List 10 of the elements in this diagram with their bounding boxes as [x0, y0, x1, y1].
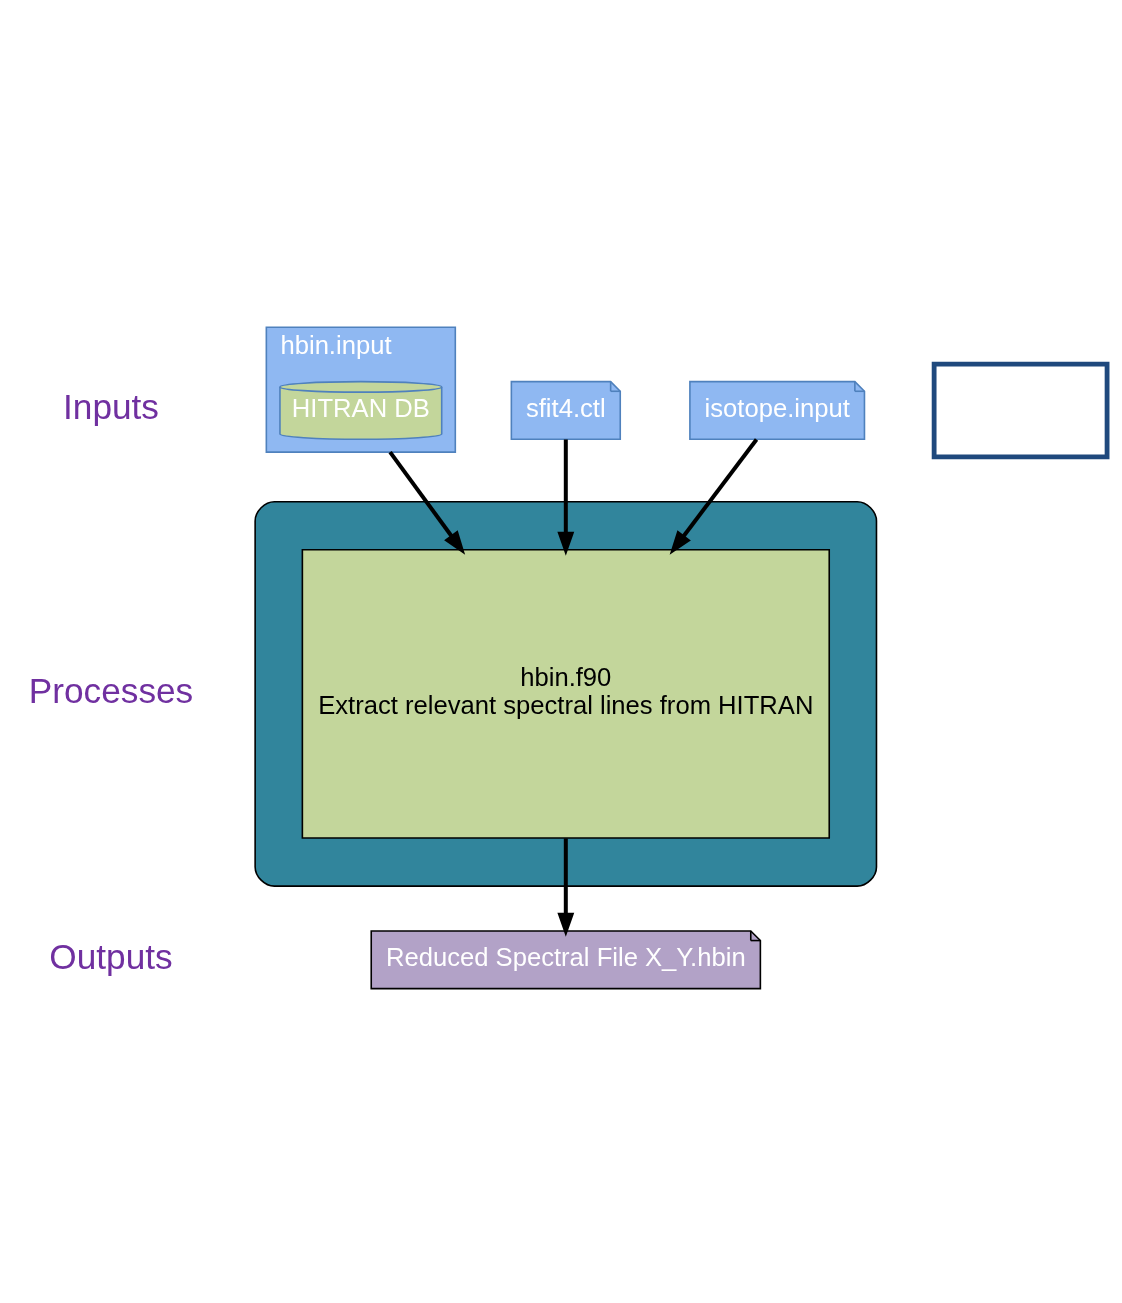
node-box: hbin.f90 Extract relevant spectral lines from HITRAN — [301, 549, 831, 839]
cluster — [254, 500, 878, 887]
label: Inputs — [63, 387, 159, 427]
arrow — [388, 450, 466, 555]
node-box — [931, 361, 1110, 460]
arrow — [557, 439, 575, 556]
label: Processes — [28, 670, 194, 710]
label: Outputs — [49, 936, 173, 976]
arrow — [557, 838, 575, 937]
arrow — [669, 438, 759, 555]
